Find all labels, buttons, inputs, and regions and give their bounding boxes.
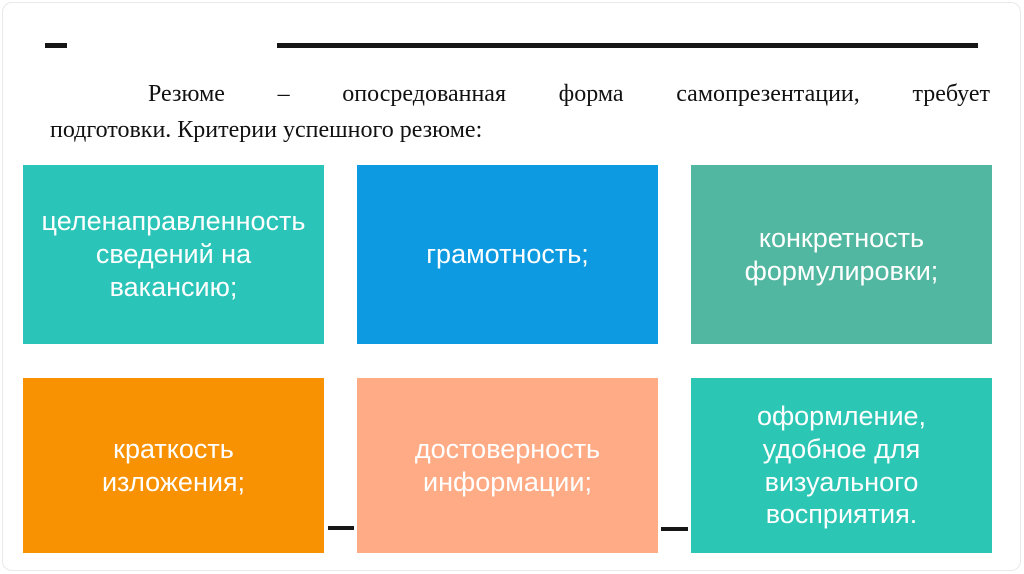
intro-line-1: Резюме – опосредованная форма самопрезен…: [148, 81, 990, 107]
connector-dash-2: [661, 527, 688, 531]
criterion-box-3: конкретность формулировки;: [691, 165, 992, 344]
criterion-label: краткость изложения;: [101, 433, 246, 497]
criterion-box-2: грамотность;: [357, 165, 658, 344]
criterion-label: оформление, удобное для визуального восп…: [756, 400, 927, 530]
title-underline-rule: [277, 43, 978, 48]
criterion-box-4: краткость изложения;: [23, 378, 324, 553]
intro-paragraph: Резюме – опосредованная форма самопрезен…: [50, 76, 990, 148]
intro-line-2: подготовки. Критерии успешного резюме:: [50, 117, 483, 143]
criteria-grid: целенаправленность сведений на вакансию;…: [23, 165, 992, 553]
criterion-box-5: достоверность информации;: [357, 378, 658, 553]
criterion-label: конкретность формулировки;: [744, 222, 939, 286]
title-dash-short: [45, 43, 67, 48]
connector-dash-1: [328, 526, 354, 530]
criterion-box-6: оформление, удобное для визуального восп…: [691, 378, 992, 553]
criterion-label: целенаправленность сведений на вакансию;: [41, 206, 306, 302]
criterion-label: грамотность;: [426, 239, 589, 270]
criterion-label: достоверность информации;: [414, 433, 601, 497]
criterion-box-1: целенаправленность сведений на вакансию;: [23, 165, 324, 344]
